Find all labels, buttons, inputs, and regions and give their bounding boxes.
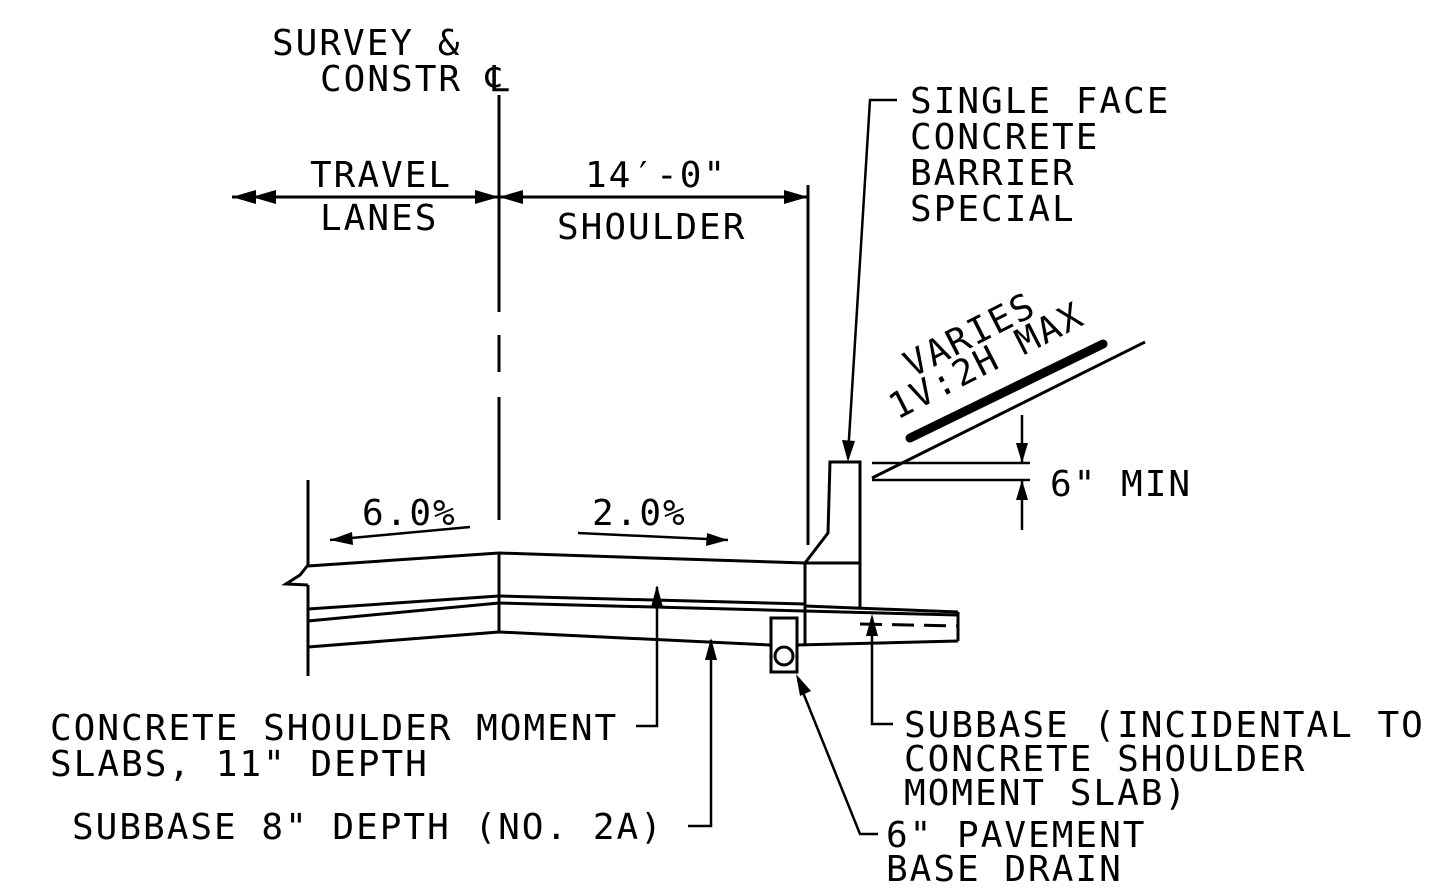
travel-slope-arrow [329, 525, 471, 545]
shoulder-label: SHOULDER [557, 207, 746, 248]
moment-slab-label-line1: CONCRETE SHOULDER MOMENT [50, 708, 618, 749]
subbase-incidental-label-line1: SUBBASE (INCIDENTAL TO [904, 705, 1425, 746]
centerline-label-line1: SURVEY & [272, 23, 461, 64]
barrier-label-line4: SPECIAL [910, 189, 1076, 230]
travel-lanes-label-line1: TRAVEL [310, 155, 452, 196]
pavement-layers [307, 551, 960, 649]
shoulder-width-label: 14′-0" [585, 155, 727, 196]
barrier-label-line2: CONCRETE [910, 117, 1099, 158]
subbase-depth-leader [688, 638, 717, 828]
subbase-incidental-label-line2: CONCRETE SHOULDER [904, 739, 1306, 780]
backslope [871, 339, 1146, 480]
drain-label-line2: BASE DRAIN [886, 849, 1123, 889]
subbase-depth-label: SUBBASE 8" DEPTH (NO. 2A) [72, 807, 664, 848]
subbase-incidental-label-line3: MOMENT SLAB) [904, 773, 1188, 814]
drain-leader [796, 674, 878, 836]
drain-label-line1: 6" PAVEMENT [886, 815, 1146, 856]
concrete-barrier [803, 460, 862, 608]
barrier-leader [842, 98, 897, 462]
min-height-label: 6" MIN [1050, 464, 1192, 505]
shoulder-slope-label: 2.0% [592, 493, 687, 534]
shoulder-slope-arrow [577, 531, 729, 546]
centerline-label-line2: CONSTR ℄ [320, 59, 511, 100]
travel-slope-label: 6.0% [362, 493, 457, 534]
barrier-label-line3: BARRIER [910, 153, 1076, 194]
moment-slab-leader [636, 585, 663, 728]
subbase-incidental-leader [866, 614, 893, 726]
shoulder-dimension [499, 185, 810, 545]
min-height-dimension [872, 415, 1030, 530]
barrier-label-line1: SINGLE FACE [910, 81, 1170, 122]
pavement-left-edge [281, 480, 310, 676]
travel-lanes-dimension [232, 190, 499, 204]
base-drain [769, 616, 799, 674]
moment-slab-label-line2: SLABS, 11" DEPTH [50, 744, 429, 785]
travel-lanes-label-line2: LANES [320, 198, 438, 239]
